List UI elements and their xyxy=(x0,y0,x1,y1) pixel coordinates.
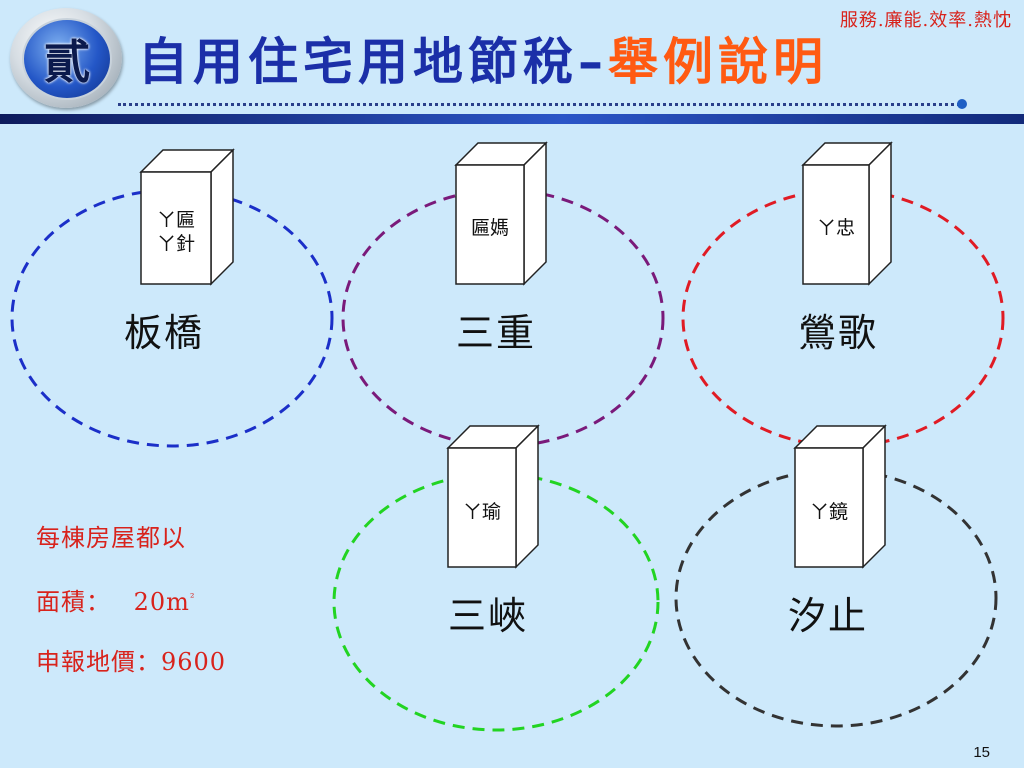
building-banqiao xyxy=(139,148,235,286)
building-banqiao-tenants: ㄚ匾 ㄚ針 xyxy=(141,208,211,256)
building-sanxia xyxy=(446,424,540,569)
note-area-value: 20m xyxy=(133,588,190,616)
building-xizhi xyxy=(793,424,887,569)
section-badge-label: 貳 xyxy=(44,35,90,89)
building-xizhi-tenants: ㄚ鏡 xyxy=(795,500,863,524)
title-dotted-rule xyxy=(118,103,960,106)
district-name-yingge: 鶯歌 xyxy=(798,311,879,355)
header-background xyxy=(0,0,1024,118)
district-name-sanxia: 三峽 xyxy=(448,594,529,638)
district-name-banqiao: 板橋 xyxy=(124,311,205,355)
slide-title: 自用住宅用地節稅–舉例說明 xyxy=(138,22,828,92)
tenant-label: ㄚ匾 xyxy=(156,209,195,231)
note-line-3: 申報地價：9600 xyxy=(36,648,227,676)
building-sanxia-tenants: ㄚ瑜 xyxy=(448,500,516,524)
section-badge: 貳 xyxy=(10,8,122,108)
district-name-xizhi: 汐止 xyxy=(788,594,869,638)
note-line-2: 面積： 20m² xyxy=(36,582,195,617)
note-area-unit-sup: ² xyxy=(189,591,196,604)
note-line-1: 每棟房屋都以 xyxy=(36,524,186,552)
building-sanchong xyxy=(454,141,548,286)
section-badge-inner: 貳 xyxy=(22,18,112,100)
tenant-label: ㄚ鏡 xyxy=(809,501,848,523)
page-number: 15 xyxy=(973,744,990,761)
slide-title-separator: – xyxy=(578,33,608,91)
tenant-label: 匾媽 xyxy=(470,217,509,239)
header-band xyxy=(0,114,1024,124)
building-sanchong-tenants: 匾媽 xyxy=(456,216,524,240)
note-area-label: 面積： xyxy=(36,588,111,616)
tenant-label: ㄚ忠 xyxy=(816,217,855,239)
tenant-label: ㄚ針 xyxy=(156,233,195,255)
slide-title-main: 自用住宅用地節稅 xyxy=(138,33,578,91)
rule-end-dot xyxy=(957,99,967,109)
building-yingge xyxy=(801,141,893,286)
district-name-sanchong: 三重 xyxy=(456,311,537,355)
building-yingge-tenants: ㄚ忠 xyxy=(803,216,869,240)
slide-title-highlight: 舉例說明 xyxy=(608,33,828,91)
slogan: 服務.廉能.效率.熱忱 xyxy=(839,10,1012,31)
tenant-label: ㄚ瑜 xyxy=(462,501,501,523)
